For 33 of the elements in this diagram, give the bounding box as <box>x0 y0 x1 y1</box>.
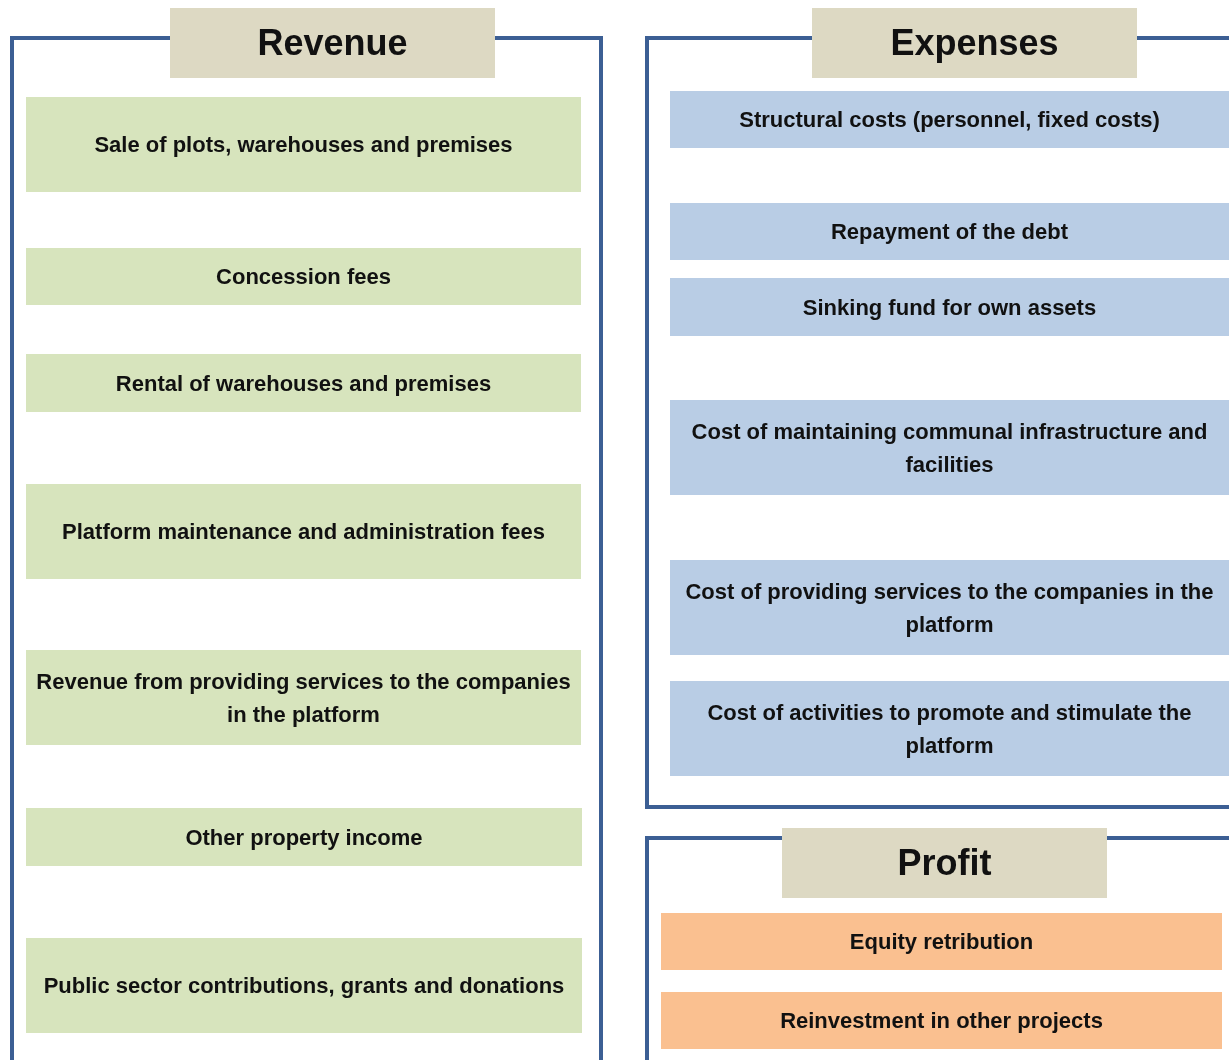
item-text: Concession fees <box>216 263 391 291</box>
item-text: Reinvestment in other projects <box>780 1007 1103 1035</box>
item-box <box>670 203 1229 260</box>
item-box <box>670 400 1229 495</box>
item-text: Structural costs (personnel, fixed costs) <box>739 106 1160 134</box>
item-box <box>26 97 581 192</box>
item-box <box>661 913 1222 970</box>
panel-heading: Revenue <box>170 8 495 78</box>
item-text: Other property income <box>185 823 423 852</box>
item-text: Cost of activities to promote and stimulate the platform <box>706 698 1193 760</box>
item-text: Cost of maintaining communal infrastructure and facilities <box>690 417 1209 479</box>
item-text: Sinking fund for own assets <box>802 293 1097 322</box>
item-box <box>26 938 582 1033</box>
item-box <box>26 354 581 412</box>
item-box <box>26 808 582 866</box>
item-text: Platform maintenance and administration fees <box>62 518 545 546</box>
item-text: Sale of plots, warehouses and premises <box>94 131 513 159</box>
item-text: Public sector contributions, grants and donations <box>43 972 565 1000</box>
item-text: Rental of warehouses and premises <box>115 369 492 398</box>
item-box <box>26 248 581 305</box>
item-box <box>670 91 1229 148</box>
item-box <box>670 278 1229 336</box>
item-box <box>26 650 581 745</box>
item-box <box>670 681 1229 776</box>
item-box <box>661 992 1222 1049</box>
item-text: Revenue from providing services to the companies in the platform <box>36 667 571 729</box>
item-text: Equity retribution <box>849 928 1034 956</box>
item-text: Repayment of the debt <box>830 218 1069 246</box>
item-box <box>670 560 1229 655</box>
item-box <box>26 484 581 579</box>
panel-heading: Profit <box>782 828 1107 898</box>
item-text: Cost of providing services to the companies in the platform <box>684 577 1215 639</box>
panel-heading: Expenses <box>812 8 1137 78</box>
